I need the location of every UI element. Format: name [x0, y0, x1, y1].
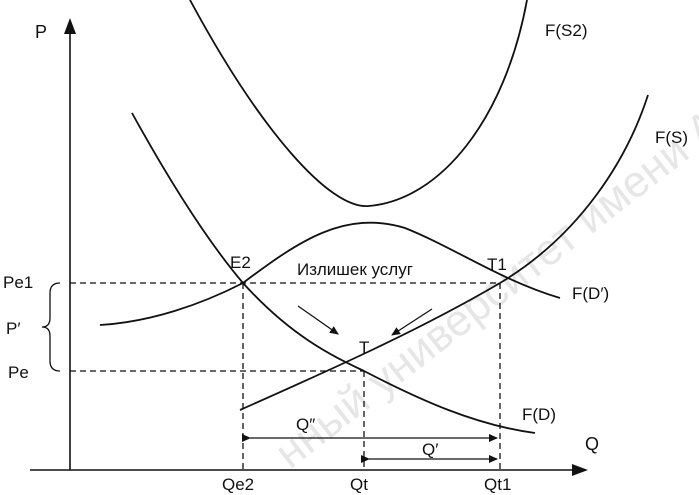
- curve-fs: [239, 94, 649, 411]
- quantity-tick-qe2: Qe2: [222, 475, 254, 494]
- arrow-down-left: [391, 308, 433, 336]
- label-t1: T1: [487, 255, 507, 274]
- price-tick-pe: Pe: [8, 363, 29, 382]
- label-fd-prime: F(D′): [572, 284, 609, 303]
- p-prime-brace: [41, 282, 61, 372]
- label-e2: E2: [230, 253, 251, 272]
- x-axis-arrow: [572, 464, 588, 476]
- surplus-label: Излишек услуг: [297, 260, 413, 279]
- label-fs2: F(S2): [545, 21, 588, 40]
- label-q-double-prime: Q″: [296, 415, 315, 434]
- quantity-tick-qt1: Qt1: [484, 475, 511, 494]
- arrow-down-right: [297, 305, 339, 335]
- y-axis-label: P: [35, 22, 47, 42]
- x-axis-label: Q: [585, 434, 599, 454]
- label-fs: F(S): [655, 128, 688, 147]
- quantity-tick-qt: Qt: [350, 475, 368, 494]
- label-q-prime: Q′: [422, 440, 438, 459]
- curve-fd-prime: [99, 221, 561, 326]
- label-t: T: [359, 338, 369, 357]
- price-tick-pe1: Pe1: [3, 273, 33, 292]
- curve-fd: [131, 112, 536, 434]
- label-fd: F(D): [522, 405, 556, 424]
- price-tick-p-prime: P′: [6, 319, 21, 338]
- curve-fs2: [189, 0, 528, 207]
- y-axis-arrow: [64, 18, 76, 34]
